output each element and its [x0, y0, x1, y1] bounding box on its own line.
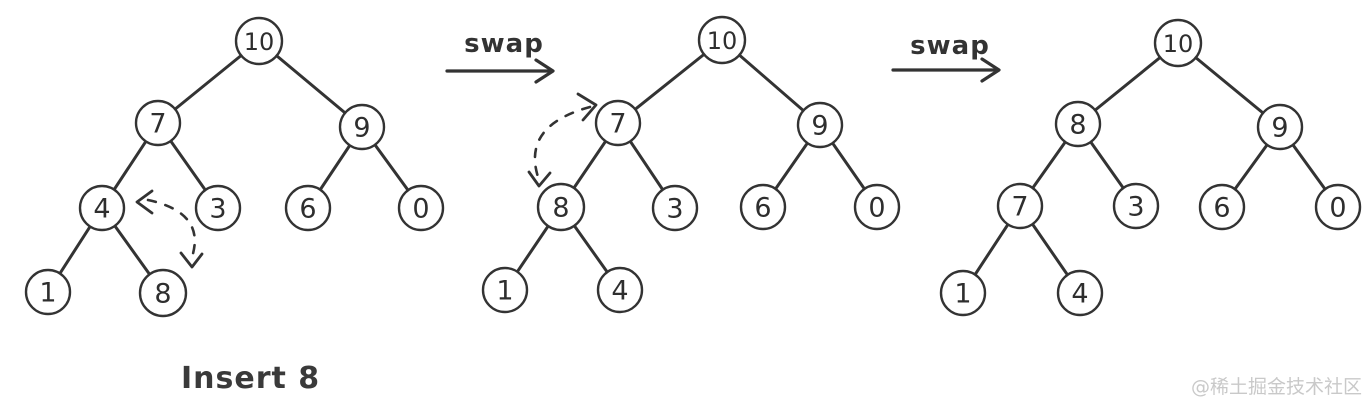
tree-step-3-node-value-8: 8: [1069, 110, 1086, 141]
tree-step-1-node-10: [234, 16, 284, 66]
tree-step-2-node-1: [481, 266, 529, 314]
tree-step-3-node-value-0: 0: [1329, 193, 1346, 224]
tree-step-2-node-7: [594, 99, 642, 147]
tree-step-3-node-value-6: 6: [1213, 193, 1230, 224]
tree-step-2-node-10: [697, 15, 747, 65]
tree-step-1-node-value-10: 10: [244, 28, 275, 56]
swap-label-2: swap: [910, 31, 990, 61]
swap-arrow-2: [891, 57, 1001, 83]
tree-step-1-node-7: [134, 99, 182, 147]
tree-step-3-node-8: [1054, 100, 1102, 148]
tree-step-2-node-value-0: 0: [868, 193, 885, 224]
swap-dashed-arc: [533, 105, 592, 182]
swap-arrow-head-icon: [534, 58, 555, 84]
tree-step-3-node-4: [1056, 269, 1104, 317]
tree-step-3-node-value-3: 3: [1127, 192, 1144, 223]
caption-insert-8: Insert 8: [181, 361, 321, 396]
tree-step-2-node-value-9: 9: [811, 111, 828, 142]
swap-arc-arrowhead-icon: [179, 251, 204, 269]
tree-step-3-node-value-9: 9: [1271, 113, 1288, 144]
tree-step-2-node-value-7: 7: [609, 109, 626, 140]
tree-step-1-node-value-8: 8: [154, 279, 171, 310]
tree-step-2-node-3: [651, 184, 699, 232]
tree-step-3-node-value-4: 4: [1071, 279, 1088, 310]
tree-step-2-node-value-8: 8: [552, 193, 569, 224]
swap-arc-arrowhead-icon: [576, 92, 598, 122]
tree-step-1-node-9: [338, 103, 386, 151]
tree-step-1: 10 7 9 4 3 6 0 1 8: [24, 16, 445, 318]
tree-step-3-node-7: [996, 182, 1044, 230]
tree-step-1-node-value-7: 7: [149, 109, 166, 140]
tree-step-1-node-value-4: 4: [93, 194, 110, 225]
tree-step-1-node-value-3: 3: [209, 194, 226, 225]
tree-step-1-node-value-0: 0: [412, 194, 429, 225]
tree-step-3-node-value-1: 1: [954, 279, 971, 310]
tree-step-2-node-value-10: 10: [707, 27, 738, 55]
tree-step-3-node-10: [1153, 18, 1203, 68]
tree-step-3: 10 8 9 7 3 6 0 1 4: [939, 18, 1362, 317]
tree-step-2-node-value-3: 3: [666, 194, 683, 225]
swap-arrow-1: [445, 58, 555, 84]
swap-arrow-head-icon: [980, 57, 1001, 83]
tree-step-1-node-4: [78, 184, 126, 232]
tree-step-3-node-0: [1314, 183, 1362, 231]
tree-step-2-node-0: [853, 183, 901, 231]
tree-step-3-node-6: [1198, 183, 1246, 231]
tree-step-2-node-value-6: 6: [754, 193, 771, 224]
watermark: @稀土掘金技术社区: [1190, 376, 1362, 398]
tree-step-3-node-1: [939, 269, 987, 317]
swap-label-1: swap: [464, 29, 544, 59]
tree-step-2-node-8: [536, 182, 586, 232]
tree-step-2-node-9: [796, 101, 844, 149]
swap-arc-arrowhead-icon: [135, 189, 154, 215]
tree-step-2-node-4: [596, 266, 644, 314]
tree-step-1-node-1: [24, 268, 72, 316]
tree-step-3-node-9: [1256, 103, 1304, 151]
swap-dashed-arc: [146, 198, 197, 262]
tree-step-1-node-value-9: 9: [353, 113, 370, 144]
swap-arc-arrowhead-icon: [527, 170, 552, 188]
tree-step-2-node-6: [739, 183, 787, 231]
tree-step-2: 10 7 9 8 3 6 0 1 4: [481, 15, 901, 314]
tree-step-2-node-value-4: 4: [611, 276, 628, 307]
tree-step-1-node-value-6: 6: [299, 194, 316, 225]
tree-step-1-node-3: [194, 184, 242, 232]
tree-step-3-node-value-10: 10: [1163, 30, 1194, 58]
tree-step-2-node-value-1: 1: [496, 276, 513, 307]
tree-step-1-node-8: [138, 268, 188, 318]
tree-step-1-node-value-1: 1: [39, 278, 56, 309]
tree-step-1-node-6: [284, 184, 332, 232]
tree-step-1-node-0: [397, 184, 445, 232]
tree-step-3-node-value-7: 7: [1011, 192, 1028, 223]
tree-step-3-node-3: [1112, 182, 1160, 230]
